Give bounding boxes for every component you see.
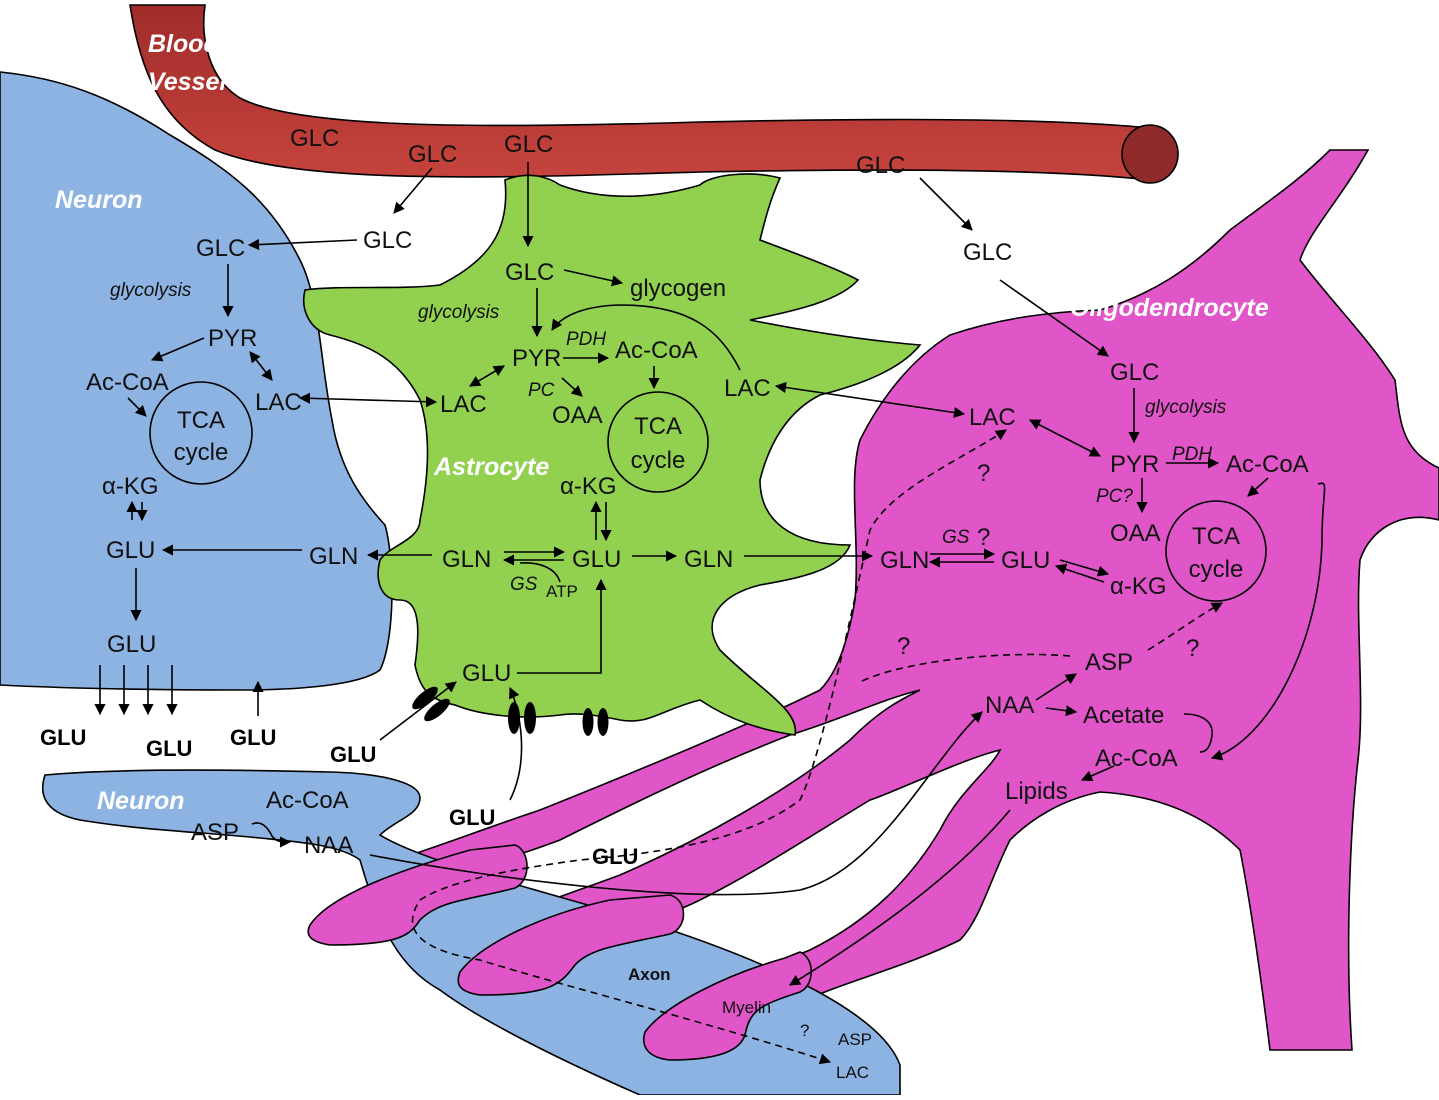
oligo-glu: GLU <box>1001 547 1050 574</box>
oligo-tca-circle <box>1165 500 1267 602</box>
astro-atp: ATP <box>546 582 578 601</box>
neuron-accoa: Ac-CoA <box>86 369 169 396</box>
neuron-tca-circle <box>149 381 253 485</box>
blood-vessel-title-line1: Blood <box>148 30 220 58</box>
neuron-top-title: Neuron <box>55 186 143 214</box>
astrocyte: Astrocyte GLC glycogen glycolysis PYR PD… <box>303 173 922 736</box>
astro-pc: PC <box>528 380 555 401</box>
neuron-glc: GLC <box>196 235 245 262</box>
axon-lac: LAC <box>836 1063 869 1082</box>
glutamate-transporters <box>412 686 609 736</box>
astro-glycogen: glycogen <box>630 275 726 302</box>
neuron-top: Neuron GLC glycolysis PYR Ac-CoA LAC TCA… <box>0 71 412 691</box>
transporter-5 <box>582 708 594 736</box>
astro-oaa: OAA <box>552 402 603 429</box>
oligo-akg: α-KG <box>1110 573 1167 600</box>
oligo-pdh: PDH <box>1172 444 1212 465</box>
neuron-glu-1: GLU <box>106 537 155 564</box>
neuron-gln: GLN <box>309 543 358 570</box>
oligo-gs: GS <box>942 527 970 548</box>
oligo-glc: GLC <box>1110 359 1159 386</box>
extracellular-glu-6: GLU <box>592 844 638 869</box>
extracellular-glu-1: GLU <box>40 725 86 750</box>
oligo-tca-1: TCA <box>1192 523 1240 550</box>
neuron-pyr: PYR <box>208 325 257 352</box>
astro-accoa: Ac-CoA <box>615 337 698 364</box>
oligo-pyr: PYR <box>1110 451 1159 478</box>
astro-glu-bottom: GLU <box>462 660 511 687</box>
oligo-pc: PC? <box>1096 486 1133 507</box>
astro-akg: α-KG <box>560 473 617 500</box>
blood-vessel: Blood Vessel GLC GLC GLC GLC <box>129 4 1179 184</box>
oligo-naa: NAA <box>985 692 1034 719</box>
oligo-question-asp-left: ? <box>897 633 910 660</box>
neuron-akg: α-KG <box>102 473 159 500</box>
astro-glc: GLC <box>505 259 554 286</box>
neuron-glc-entry: GLC <box>363 227 412 254</box>
neuron-bottom-accoa: Ac-CoA <box>266 787 349 814</box>
transporter-1 <box>412 686 438 710</box>
oligo-acetate: Acetate <box>1083 702 1164 729</box>
neuron-glu-2: GLU <box>107 631 156 658</box>
astro-gs: GS <box>510 574 538 595</box>
oligo-lipids: Lipids <box>1005 778 1068 805</box>
oligo-accoa: Ac-CoA <box>1226 451 1309 478</box>
oligo-accoa-2: Ac-CoA <box>1095 745 1178 772</box>
vessel-glc-2: GLC <box>408 141 457 168</box>
neuron-bottom-asp: ASP <box>191 819 239 846</box>
vessel-glc-4: GLC <box>856 152 905 179</box>
astro-tca-circle <box>607 391 709 493</box>
oligo-glycolysis: glycolysis <box>1145 397 1227 418</box>
vessel-glc-3: GLC <box>504 131 553 158</box>
astro-lac-right: LAC <box>724 375 771 402</box>
oligo-question-lac: ? <box>977 460 990 487</box>
transporter-6 <box>597 708 609 736</box>
axon-question: ? <box>800 1021 809 1040</box>
neuron-glycolysis: glycolysis <box>110 280 192 301</box>
oligodendrocyte-title: Oligodendrocyte <box>1070 294 1269 322</box>
pathway-arrows <box>94 162 1326 1065</box>
neuron-bottom-title: Neuron <box>97 787 185 815</box>
astro-tca-1: TCA <box>634 413 682 440</box>
blood-vessel-title-line2: Vessel <box>148 68 227 96</box>
astro-glu: GLU <box>572 546 621 573</box>
vessel-glc-1: GLC <box>290 125 339 152</box>
oligo-oaa: OAA <box>1110 520 1161 547</box>
oligo-question-gs: ? <box>977 524 990 551</box>
myelin-sheath-3 <box>643 951 813 1061</box>
transporter-4 <box>524 702 536 734</box>
oligo-question-asp-right: ? <box>1186 635 1199 662</box>
extracellular-glu-2: GLU <box>146 736 192 761</box>
myelin-sheath-1 <box>307 844 528 946</box>
extracellular-glu-3: GLU <box>230 725 276 750</box>
astro-lac-left: LAC <box>440 391 487 418</box>
astro-glycolysis: glycolysis <box>418 302 500 323</box>
astrocyte-title: Astrocyte <box>433 453 549 481</box>
astro-pdh: PDH <box>566 329 606 350</box>
neuron-bottom-naa: NAA <box>304 832 353 859</box>
myelin-label: Myelin <box>722 998 771 1017</box>
neuron-lac: LAC <box>255 389 302 416</box>
oligo-lac: LAC <box>969 404 1016 431</box>
axon-asp: ASP <box>838 1030 872 1049</box>
astro-tca-2: cycle <box>631 447 686 474</box>
axon-title: Axon <box>628 965 671 984</box>
transporter-3 <box>508 702 520 734</box>
neuron-tca-1: TCA <box>177 407 225 434</box>
oligo-glc-entry: GLC <box>963 239 1012 266</box>
astro-gln-out: GLN <box>684 546 733 573</box>
oligo-tca-2: cycle <box>1189 556 1244 583</box>
astro-gln: GLN <box>442 546 491 573</box>
astro-pyr: PYR <box>512 345 561 372</box>
extracellular-glu-4: GLU <box>330 742 376 767</box>
myelin-sheaths: Myelin <box>307 844 813 1061</box>
transporter-2 <box>424 698 450 722</box>
oligo-asp: ASP <box>1085 649 1133 676</box>
neuron-tca-2: cycle <box>174 439 229 466</box>
oligo-gln: GLN <box>880 547 929 574</box>
extracellular-glu-5: GLU <box>449 805 495 830</box>
